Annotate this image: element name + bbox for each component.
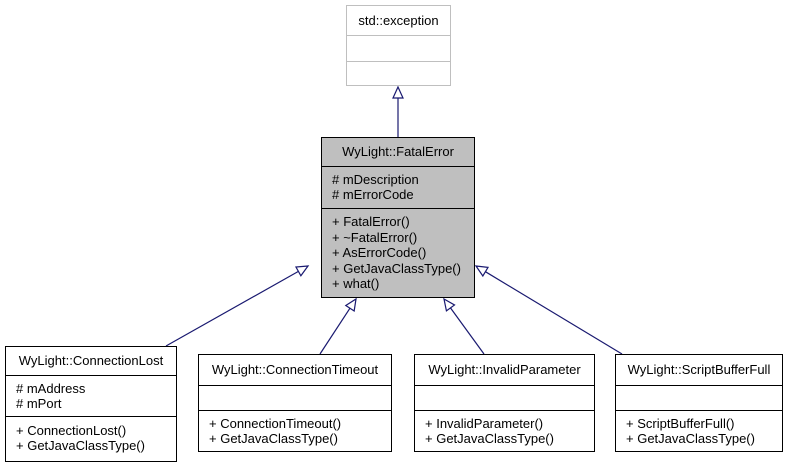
attributes-section — [415, 385, 594, 410]
class-connection-timeout[interactable]: WyLight::ConnectionTimeout + ConnectionT… — [198, 354, 392, 452]
methods-section: + InvalidParameter() + GetJavaClassType(… — [415, 410, 594, 451]
class-name: WyLight::InvalidParameter — [428, 362, 581, 377]
inheritance-arrowhead — [344, 297, 357, 312]
method: + AsErrorCode() — [332, 245, 427, 260]
inheritance-arrowhead — [443, 297, 456, 312]
inheritance-arrowhead — [294, 265, 310, 277]
method: + GetJavaClassType() — [626, 431, 755, 446]
methods-section — [347, 61, 450, 85]
class-invalid-parameter[interactable]: WyLight::InvalidParameter + InvalidParam… — [414, 354, 595, 452]
attribute: # mPort — [16, 396, 62, 411]
attributes-section: # mDescription # mErrorCode — [322, 166, 474, 208]
attributes-section: # mAddress # mPort — [6, 375, 176, 416]
inheritance-line — [485, 271, 623, 355]
inheritance-arrowhead — [392, 85, 404, 99]
class-fatal-error[interactable]: WyLight::FatalError # mDescription # mEr… — [321, 137, 475, 298]
attribute: # mDescription — [332, 172, 419, 187]
method: + GetJavaClassType() — [425, 431, 554, 446]
attributes-section — [199, 385, 391, 410]
attribute: # mAddress — [16, 381, 86, 396]
inheritance-line — [165, 270, 299, 347]
methods-section: + ConnectionTimeout() + GetJavaClassType… — [199, 410, 391, 451]
methods-section: + FatalError() + ~FatalError() + AsError… — [322, 208, 474, 297]
class-name: WyLight::ConnectionTimeout — [211, 362, 379, 377]
class-connection-lost[interactable]: WyLight::ConnectionLost # mAddress # mPo… — [5, 346, 177, 462]
inheritance-arrowhead — [474, 265, 489, 278]
class-std-exception[interactable]: std::exception — [346, 5, 451, 86]
attribute: # mErrorCode — [332, 187, 414, 202]
methods-section: + ConnectionLost() + GetJavaClassType() — [6, 416, 176, 461]
attributes-section — [347, 35, 450, 61]
methods-section: + ScriptBufferFull() + GetJavaClassType(… — [616, 410, 782, 451]
class-name: WyLight::ScriptBufferFull — [627, 362, 771, 377]
class-script-buffer-full[interactable]: WyLight::ScriptBufferFull + ScriptBuffer… — [615, 354, 783, 452]
method: + InvalidParameter() — [425, 416, 544, 431]
method: + GetJavaClassType() — [209, 431, 338, 446]
attributes-section — [616, 385, 782, 410]
method: + GetJavaClassType() — [16, 438, 145, 453]
method: + FatalError() — [332, 214, 410, 229]
inheritance-line — [449, 307, 485, 355]
class-name: WyLight::ConnectionLost — [18, 353, 164, 368]
method: + ~FatalError() — [332, 229, 418, 245]
class-name: std::exception — [358, 13, 439, 28]
method: + GetJavaClassType() — [332, 260, 461, 276]
inheritance-line — [319, 307, 351, 355]
method: + ConnectionTimeout() — [209, 416, 342, 431]
method: + ScriptBufferFull() — [626, 416, 735, 431]
method: + ConnectionLost() — [16, 423, 127, 438]
class-name: WyLight::FatalError — [342, 144, 454, 159]
method: + what() — [332, 276, 380, 291]
